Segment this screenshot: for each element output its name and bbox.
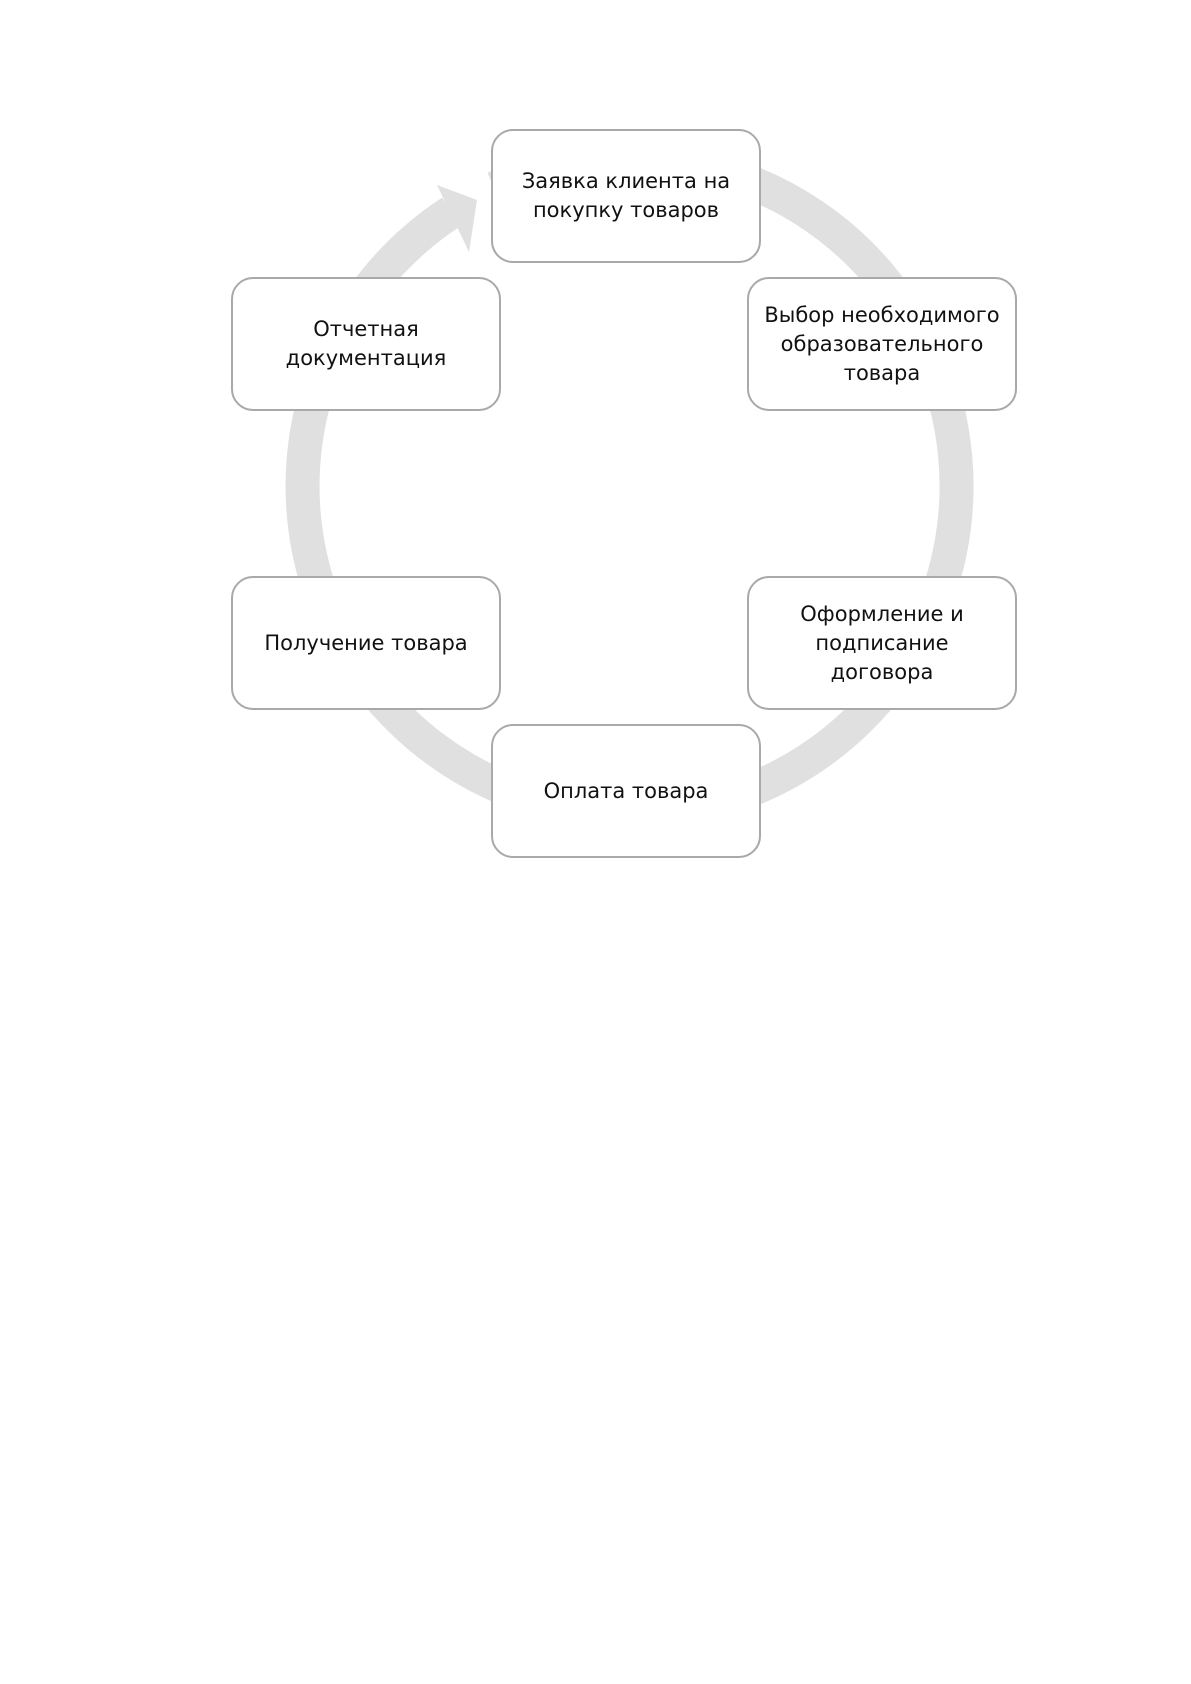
step-label: Получение товара <box>264 629 467 658</box>
step-node-reporting: Отчетная документация <box>231 277 501 411</box>
step-label: Оплата товара <box>544 777 709 806</box>
step-node-contract-signing: Оформление и подписание договора <box>747 576 1017 710</box>
step-node-client-request: Заявка клиента на покупку товаров <box>491 129 761 263</box>
step-label: Отчетная документация <box>286 315 447 373</box>
step-node-product-selection: Выбор необходимого образовательного това… <box>747 277 1017 411</box>
step-label: Выбор необходимого образовательного това… <box>764 301 999 388</box>
step-node-payment: Оплата товара <box>491 724 761 858</box>
step-label: Заявка клиента на покупку товаров <box>522 167 730 225</box>
step-label: Оформление и подписание договора <box>800 600 963 687</box>
step-node-receipt: Получение товара <box>231 576 501 710</box>
